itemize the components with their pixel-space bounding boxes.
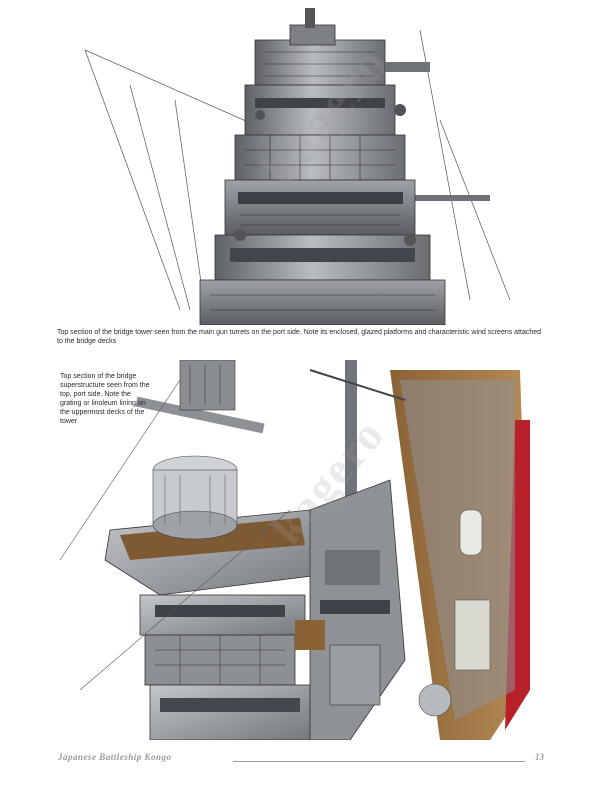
bridge-superstructure-illustration xyxy=(60,360,530,740)
footer-divider xyxy=(233,761,525,762)
bottom-image-caption: Top section of the bridge superstructure… xyxy=(60,373,150,425)
page-number: 13 xyxy=(535,752,544,762)
footer-book-title: Japanese Battleship Kongo xyxy=(58,752,172,762)
top-image-caption: Top section of the bridge tower seen fro… xyxy=(57,329,542,345)
bridge-tower-illustration xyxy=(84,8,511,325)
page-footer: Japanese Battleship Kongo 13 xyxy=(58,752,544,768)
